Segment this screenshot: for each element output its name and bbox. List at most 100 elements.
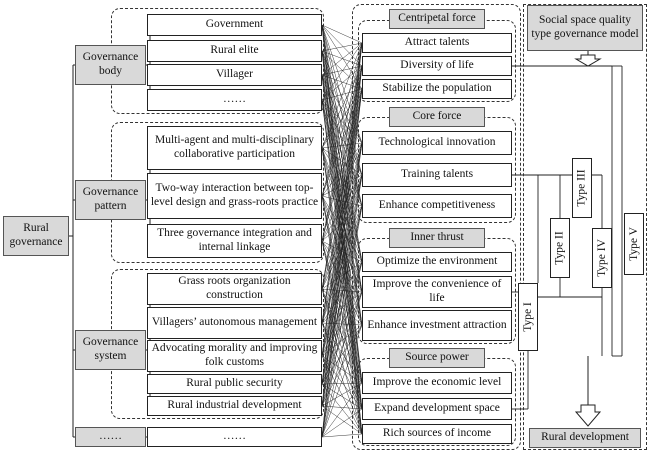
category-governance-pattern: Governance pattern [75,180,146,220]
connector-line-40 [321,74,363,144]
arrow-186 [574,54,602,67]
connector-line-74 [321,65,363,197]
type-5-label: Type V [624,213,644,275]
connector-line-116 [321,291,363,324]
connector-line-133 [321,42,363,385]
connector-line-157 [321,42,363,438]
connector-line-53 [321,99,363,176]
connector-line-122 [321,65,363,357]
item-improve-economic: Improve the economic level [362,372,512,394]
model-column [523,4,647,450]
category-governance-body: Governance body [75,45,146,85]
connector-line-166 [321,382,363,438]
model-title: Social space quality type governance mod… [527,5,643,51]
connector-line-168 [321,433,363,438]
connector-line-155 [321,405,363,410]
connector-line-56 [321,99,363,293]
force-inner-thrust: Inner thrust [389,228,485,248]
root-rural-governance: Rural governance [3,216,69,256]
item-expand-development: Expand development space [362,398,512,420]
connector-line-17 [321,24,363,176]
connector-line-88 [321,142,363,242]
category-ellipsis: …… [75,427,146,447]
item-rich-sources: Rich sources of income [362,424,512,444]
forces-column [352,4,521,450]
connector-line-73 [321,42,363,197]
type-1-label: Type I [518,283,538,351]
connector-line-160 [321,142,363,438]
item-enhance-investment: Enhance investment attraction [362,310,512,341]
connector-line-151 [321,261,363,407]
item-bottom-ellipsis: …… [147,427,322,447]
connector-line-18 [321,24,363,207]
connector-line-68 [321,147,363,293]
item-rural-security: Rural public security [147,374,322,394]
connector-line-97 [321,42,363,290]
connector-line-112 [321,142,363,324]
connector-line-26 [321,50,363,67]
item-optimize-environment: Optimize the environment [362,252,512,272]
connector-line-139 [321,261,363,385]
connector-line-49 [321,42,363,101]
connector-line-154 [321,382,363,407]
connector-line-159 [321,88,363,438]
connector-line-130 [321,355,363,384]
connector-line-22 [321,24,363,384]
connector-line-37 [321,42,363,76]
connector-line-146 [321,65,363,407]
item-multi-agent: Multi-agent and multi-disciplinary colla… [147,126,322,170]
connector-line-14 [321,24,363,67]
connector-line-121 [321,42,363,357]
force-source-power: Source power [389,348,485,368]
item-villager: Villager [147,64,322,86]
connector-line-25 [321,42,363,52]
item-enhance-competitiveness: Enhance competitiveness [362,194,512,218]
item-rural-elite: Rural elite [147,40,322,62]
connector-line-83 [321,195,363,410]
connector-line-131 [321,355,363,410]
connector-line-38 [321,65,363,76]
type-4-label: Type IV [592,228,612,288]
item-villagers-autonomous: Villagers’ autonomous management [147,307,322,339]
connector-line-164 [321,291,363,438]
connector-line-145 [321,42,363,407]
rural-development-outcome: Rural development [529,428,641,448]
connector-line-39 [321,74,363,90]
connector-line-65 [321,147,363,176]
connector-line-30 [321,50,363,207]
item-grass-roots: Grass roots organization construction [147,273,322,305]
connector-line-76 [321,142,363,197]
connector-line-127 [321,261,363,357]
connector-line-85 [321,42,363,242]
item-body-ellipsis: …… [147,89,322,111]
category-governance-system: Governance system [75,330,146,370]
connector-line-61 [321,42,363,149]
connector-line-167 [321,408,363,438]
connector-line-165 [321,324,363,438]
connector-line-158 [321,65,363,438]
item-two-way-interaction: Two-way interaction between top-level de… [147,173,322,219]
connector-line-21 [321,24,363,326]
arrow-188 [574,404,602,427]
connector-line-161 [321,174,363,438]
item-three-governance: Three governance integration and interna… [147,224,322,258]
connector-line-52 [321,99,363,144]
connector-line-19 [321,24,363,263]
connector-line-118 [321,322,363,384]
connector-line-13 [321,24,363,44]
connector-line-163 [321,261,363,438]
type-2-label: Type II [550,218,570,278]
item-attract-talents: Attract talents [362,33,512,53]
force-core: Core force [389,107,485,127]
force-centripetal: Centripetal force [389,9,485,29]
connector-line-100 [321,142,363,290]
connector-line-148 [321,142,363,407]
item-advocating-morality: Advocating morality and improving folk c… [147,340,322,372]
connector-line-64 [321,142,363,149]
connector-line-41 [321,74,363,176]
connector-line-147 [321,88,363,407]
item-training-talents: Training talents [362,163,512,187]
item-government: Government [147,14,322,36]
connector-line-162 [321,205,363,438]
item-diversity-of-life: Diversity of life [362,56,512,76]
